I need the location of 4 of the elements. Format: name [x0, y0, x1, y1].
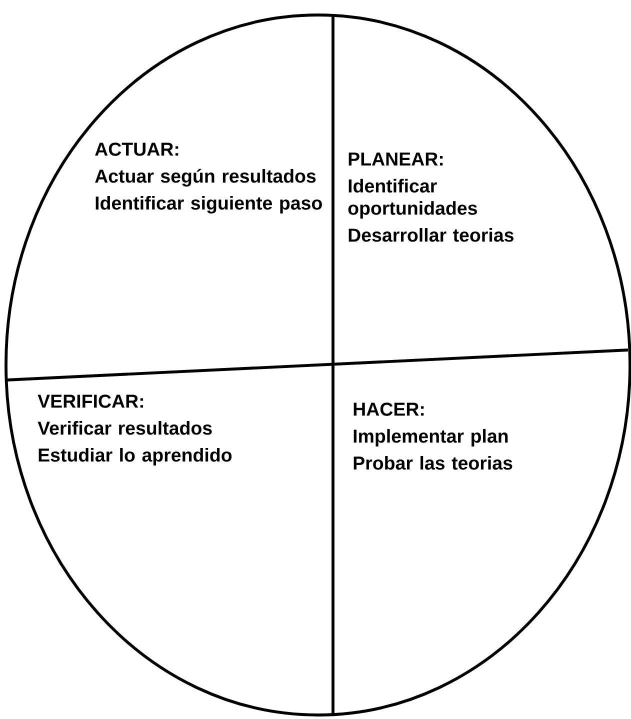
quadrant-text: ACTUAR: Actuar según resultados Identificar siguiente paso: [95, 142, 322, 214]
quadrant-text: PLANEAR: Identificar oportunidades Desarrollar teorias: [348, 152, 514, 242]
quadrant-text: HACER: Implementar plan Probar las teorias: [354, 402, 512, 470]
quadrant-text: VERIFICAR: Verificar resultados Estudiar lo aprendido: [38, 394, 232, 466]
